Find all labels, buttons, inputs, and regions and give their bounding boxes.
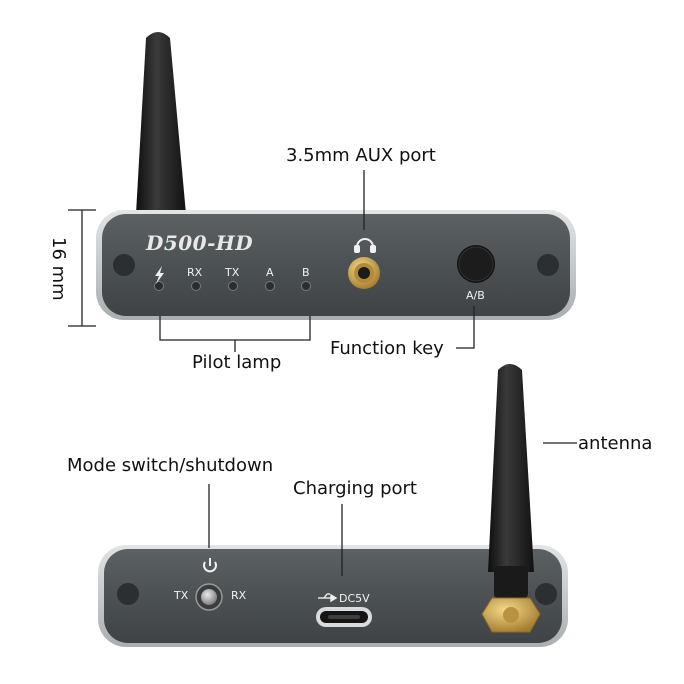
pilot-lamp-callout: Pilot lamp	[192, 352, 282, 373]
top-device-panel	[102, 214, 570, 316]
bottom-antenna	[481, 364, 541, 633]
tx-label: TX	[174, 589, 189, 602]
screw-icon	[117, 583, 139, 605]
lightning-icon	[155, 266, 164, 284]
usb-c-port	[316, 607, 372, 627]
charging-port-callout: Charging port	[293, 478, 417, 499]
dc5v-label: DC5V	[339, 592, 370, 605]
headphone-icon	[354, 238, 376, 253]
screw-icon	[113, 254, 135, 276]
top-antenna	[136, 32, 186, 214]
callout-lines-bottom	[208, 442, 577, 576]
indicator-leds	[154, 281, 311, 291]
mode-switch	[195, 583, 223, 611]
indicator-label-a: A	[266, 266, 274, 279]
ab-function-button	[457, 245, 495, 283]
antenna-callout: antenna	[578, 433, 653, 454]
brand-logo: D500-HD	[146, 231, 254, 255]
screw-icon	[537, 254, 559, 276]
screw-icon	[535, 583, 557, 605]
rx-label: RX	[231, 589, 247, 602]
indicator-label-tx: TX	[225, 266, 240, 279]
aux-port-callout: 3.5mm AUX port	[286, 145, 436, 166]
indicator-label-rx: RX	[187, 266, 203, 279]
usb-icon	[318, 593, 338, 603]
ab-label: A/B	[466, 289, 485, 302]
function-key-callout: Function key	[330, 338, 444, 359]
indicator-label-b: B	[302, 266, 310, 279]
dimension-label: 16 mm	[48, 237, 69, 301]
power-icon	[203, 558, 217, 573]
callout-lines-top	[68, 170, 475, 352]
mode-switch-callout: Mode switch/shutdown	[67, 455, 274, 476]
aux-jack	[348, 257, 380, 289]
